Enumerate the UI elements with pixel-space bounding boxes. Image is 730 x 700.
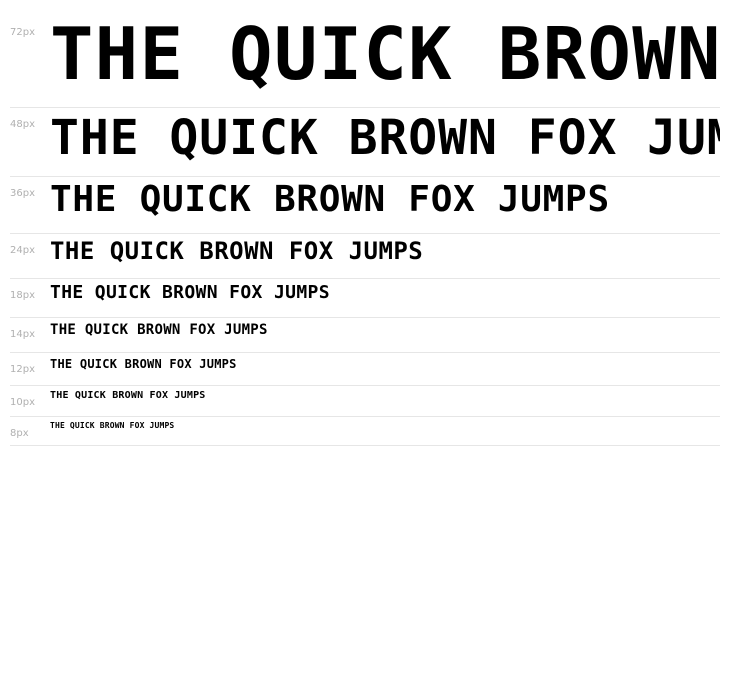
specimen-row-12: 12px THE QUICK BROWN FOX JUMPS bbox=[10, 353, 720, 386]
specimen-row-36: 36px THE QUICK BROWN FOX JUMPS bbox=[10, 177, 720, 234]
specimen-row-72: 72px THE QUICK BROWN FOX JUMPS bbox=[10, 0, 720, 108]
size-label: 8px bbox=[10, 428, 29, 439]
specimen-row-14: 14px THE QUICK BROWN FOX JUMPS bbox=[10, 318, 720, 353]
font-specimen: 72px THE QUICK BROWN FOX JUMPS 48px THE … bbox=[10, 0, 720, 446]
sample-text: THE QUICK BROWN FOX JUMPS bbox=[50, 282, 330, 303]
specimen-row-48: 48px THE QUICK BROWN FOX JUMPS bbox=[10, 108, 720, 177]
sample-text: THE QUICK BROWN FOX JUMPS bbox=[50, 421, 175, 430]
specimen-row-18: 18px THE QUICK BROWN FOX JUMPS bbox=[10, 279, 720, 318]
size-label: 72px bbox=[10, 27, 35, 38]
size-label: 14px bbox=[10, 329, 35, 340]
size-label: 24px bbox=[10, 245, 35, 256]
sample-text: THE QUICK BROWN FOX JUMPS bbox=[50, 390, 206, 401]
size-label: 10px bbox=[10, 397, 35, 408]
sample-text: THE QUICK BROWN FOX JUMPS bbox=[50, 237, 424, 265]
sample-text: THE QUICK BROWN FOX JUMPS bbox=[50, 322, 268, 338]
size-label: 12px bbox=[10, 364, 35, 375]
sample-text: THE QUICK BROWN FOX JUMPS bbox=[50, 12, 720, 96]
sample-text: THE QUICK BROWN FOX JUMPS bbox=[50, 110, 720, 166]
sample-text: THE QUICK BROWN FOX JUMPS bbox=[50, 357, 237, 371]
specimen-row-24: 24px THE QUICK BROWN FOX JUMPS bbox=[10, 234, 720, 279]
specimen-row-8: 8px THE QUICK BROWN FOX JUMPS bbox=[10, 417, 720, 446]
specimen-row-10: 10px THE QUICK BROWN FOX JUMPS bbox=[10, 386, 720, 417]
size-label: 18px bbox=[10, 290, 35, 301]
size-label: 36px bbox=[10, 188, 35, 199]
sample-text: THE QUICK BROWN FOX JUMPS bbox=[50, 179, 610, 220]
size-label: 48px bbox=[10, 119, 35, 130]
